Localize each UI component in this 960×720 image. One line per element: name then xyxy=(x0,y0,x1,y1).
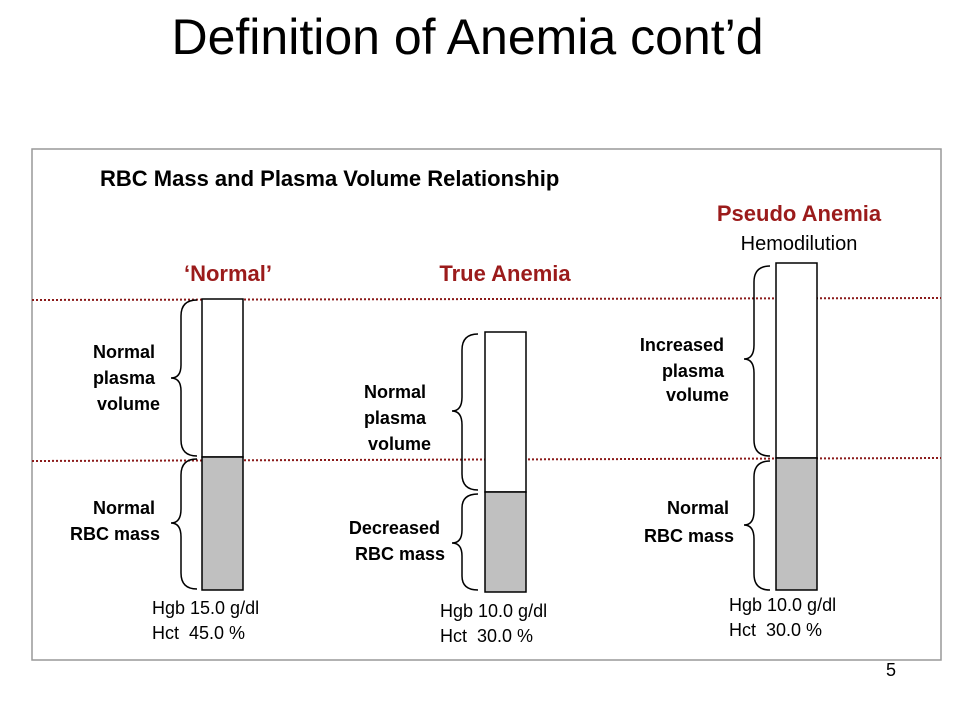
true-anemia-title: True Anemia xyxy=(439,261,571,286)
pseudo-anemia-plasma-label-line3: volume xyxy=(666,385,729,405)
diagram-frame xyxy=(31,148,942,661)
normal-hct: Hct 45.0 % xyxy=(152,623,245,643)
pseudo-anemia-subtitle: Hemodilution xyxy=(741,233,858,255)
normal-plasma-column xyxy=(201,298,244,458)
normal-title: ‘Normal’ xyxy=(184,261,272,286)
pseudo-anemia-rbc-label: Normal RBC mass xyxy=(644,498,734,546)
normal-plasma-label: Normal plasma volume xyxy=(93,342,160,414)
normal-hgb: Hgb 15.0 g/dl xyxy=(152,598,259,618)
normal-plasma-label-line3: volume xyxy=(97,394,160,414)
page-number: 5 xyxy=(886,660,897,680)
normal-rbc-label-line1: Normal xyxy=(93,498,155,518)
true-anemia-plasma-label-line3: volume xyxy=(368,434,431,454)
true-anemia-rbc-label-line1: Decreased xyxy=(349,518,440,538)
pseudo-anemia-rbc-column xyxy=(775,457,818,591)
normal-plasma-label-line2: plasma xyxy=(93,368,156,388)
pseudo-anemia-plasma-brace-icon xyxy=(743,265,771,457)
normal-plasma-label-line1: Normal xyxy=(93,342,155,362)
pseudo-anemia-plasma-label-line2: plasma xyxy=(662,361,725,381)
pseudo-anemia-hct: Hct 30.0 % xyxy=(729,620,822,640)
pseudo-anemia-plasma-label-line1: Increased xyxy=(640,335,724,355)
diagram-heading: RBC Mass and Plasma Volume Relationship xyxy=(100,166,559,191)
true-anemia-plasma-label-line1: Normal xyxy=(364,382,426,402)
pseudo-anemia-plasma-column xyxy=(775,262,818,459)
slide-title: Definition of Anemia cont’d xyxy=(171,9,764,65)
true-anemia-hgb: Hgb 10.0 g/dl xyxy=(440,601,547,621)
true-anemia-rbc-brace-icon xyxy=(451,493,479,591)
true-anemia-plasma-column xyxy=(484,331,527,493)
true-anemia-plasma-label-line2: plasma xyxy=(364,408,427,428)
true-anemia-rbc-label-line2: RBC mass xyxy=(355,544,445,564)
pseudo-anemia-rbc-label-line1: Normal xyxy=(667,498,729,518)
normal-plasma-brace-icon xyxy=(170,299,198,457)
true-anemia-rbc-column xyxy=(484,491,527,593)
normal-rbc-label: Normal RBC mass xyxy=(70,498,160,544)
true-anemia-plasma-brace-icon xyxy=(451,333,479,491)
normal-rbc-column xyxy=(201,456,244,591)
true-anemia-rbc-label: Decreased RBC mass xyxy=(349,518,445,564)
true-anemia-plasma-label: Normal plasma volume xyxy=(364,382,431,454)
pseudo-anemia-hgb: Hgb 10.0 g/dl xyxy=(729,595,836,615)
normal-rbc-label-line2: RBC mass xyxy=(70,524,160,544)
pseudo-anemia-rbc-label-line2: RBC mass xyxy=(644,526,734,546)
pseudo-anemia-title: Pseudo Anemia xyxy=(717,201,882,226)
pseudo-anemia-plasma-label: Increased plasma volume xyxy=(640,335,729,405)
true-anemia-hct: Hct 30.0 % xyxy=(440,626,533,646)
pseudo-anemia-rbc-brace-icon xyxy=(743,460,771,591)
normal-rbc-brace-icon xyxy=(170,458,198,590)
